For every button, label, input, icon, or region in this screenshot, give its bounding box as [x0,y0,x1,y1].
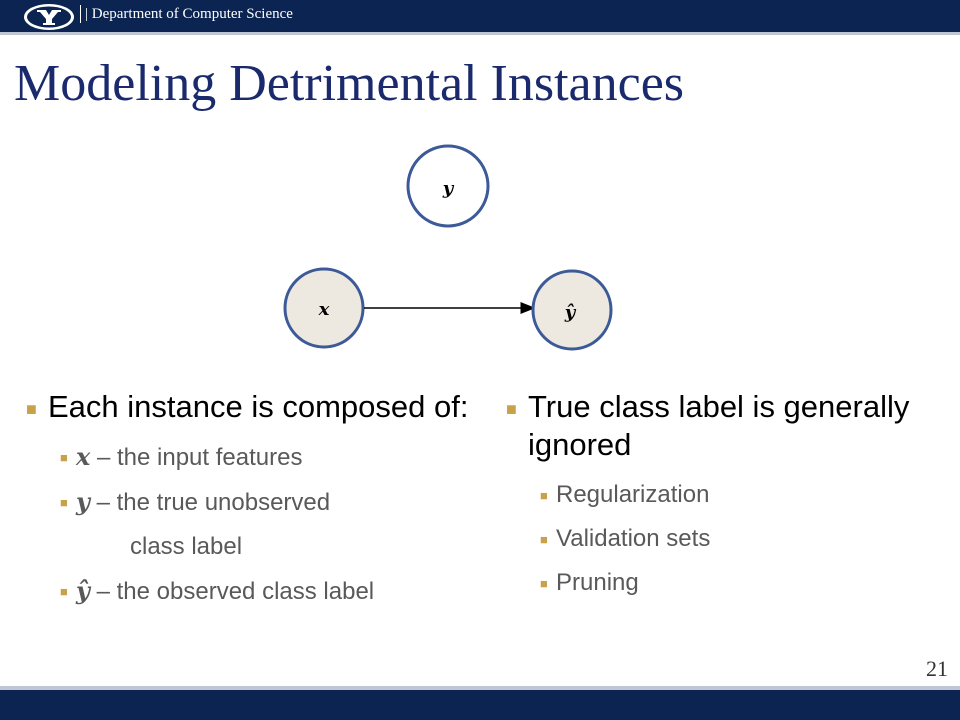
footer-rule [0,686,960,690]
header-rule [0,32,960,35]
square-bullet-icon: ■ [60,584,68,599]
footer-bar [0,690,960,720]
graphical-model-diagram: y x ŷ [283,144,613,351]
item-text: Regularization [556,481,710,508]
square-bullet-icon: ■ [540,576,548,591]
left-column: ■ Each instance is composed of: ■ x – th… [26,388,476,607]
right-heading: ■ True class label is generally ignored [506,388,946,464]
node-yhat-label: ŷ [564,302,577,323]
square-bullet-icon: ■ [540,532,548,547]
byu-logo-icon [24,4,74,30]
square-bullet-icon: ■ [60,495,68,510]
square-bullet-icon: ■ [26,399,37,419]
list-item: ■ Pruning [540,568,946,598]
node-y: y [406,144,490,228]
list-item: ■ ŷ – the observed class label [60,576,476,607]
node-x: x [283,267,365,349]
square-bullet-icon: ■ [540,488,548,503]
left-heading-text: Each instance is composed of: [48,389,469,424]
node-y-label: y [442,178,455,199]
right-heading-text: True class label is generally ignored [528,389,910,462]
square-bullet-icon: ■ [60,450,68,465]
square-bullet-icon: ■ [506,399,517,419]
list-item: ■ Validation sets [540,524,946,554]
page-number: 21 [926,656,948,681]
slide-title: Modeling Detrimental Instances [14,55,685,112]
item-text: Validation sets [556,525,711,552]
list-item: ■ y – the true unobserved class label [60,487,476,562]
var-y: y [76,487,90,516]
item-text: – the input features [90,444,303,471]
item-continuation: class label [130,533,243,560]
var-yhat: ŷ [76,576,90,605]
node-yhat: ŷ [531,269,613,351]
department-name: | Department of Computer Science [80,5,293,23]
item-text: Pruning [556,569,639,596]
node-x-label: x [318,299,330,320]
item-text: – the observed class label [89,578,375,605]
var-x: x [76,442,91,471]
list-item: ■ x – the input features [60,442,476,473]
list-item: ■ Regularization [540,480,946,510]
left-heading: ■ Each instance is composed of: [26,388,476,426]
right-column: ■ True class label is generally ignored … [506,388,946,598]
header-bar [0,0,960,32]
item-text: – the true unobserved [89,489,331,516]
